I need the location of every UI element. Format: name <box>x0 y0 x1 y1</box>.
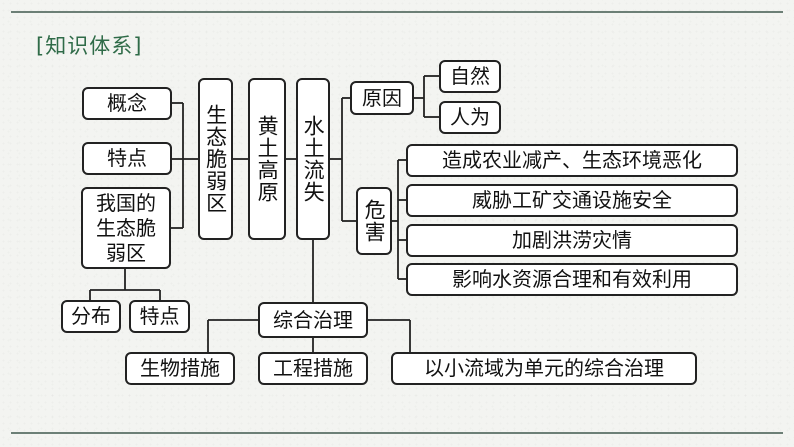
engineering-measures-box: 工程措施 <box>258 352 368 385</box>
watershed-governance-box: 以小流域为单元的综合治理 <box>391 352 697 385</box>
harm-item-1: 造成农业减产、生态环境恶化 <box>406 144 738 177</box>
distribution-box: 分布 <box>61 300 121 333</box>
cause-box: 原因 <box>350 81 414 115</box>
natural-box: 自然 <box>439 60 501 93</box>
harm-item-3: 加剧洪涝灾情 <box>406 224 738 257</box>
china-fragile-area-box: 我国的生态脆弱区 <box>81 187 171 269</box>
soil-erosion-column: 水土流失 <box>296 78 330 240</box>
feature-box: 特点 <box>82 142 172 175</box>
loess-plateau-column: 黄土高原 <box>248 78 286 240</box>
section-title: [知识体系] <box>36 34 143 58</box>
feature-box-2: 特点 <box>129 300 190 333</box>
bottom-border <box>11 432 783 434</box>
harm-box: 危害 <box>356 187 392 255</box>
governance-box: 综合治理 <box>258 302 368 338</box>
top-border <box>11 11 783 13</box>
human-box: 人为 <box>439 101 501 134</box>
harm-item-2: 威胁工矿交通设施安全 <box>406 184 738 217</box>
biological-measures-box: 生物措施 <box>125 352 235 385</box>
harm-item-4: 影响水资源合理和有效利用 <box>406 263 738 296</box>
concept-box: 概念 <box>82 87 172 120</box>
fragile-area-column: 生态脆弱区 <box>198 78 233 240</box>
